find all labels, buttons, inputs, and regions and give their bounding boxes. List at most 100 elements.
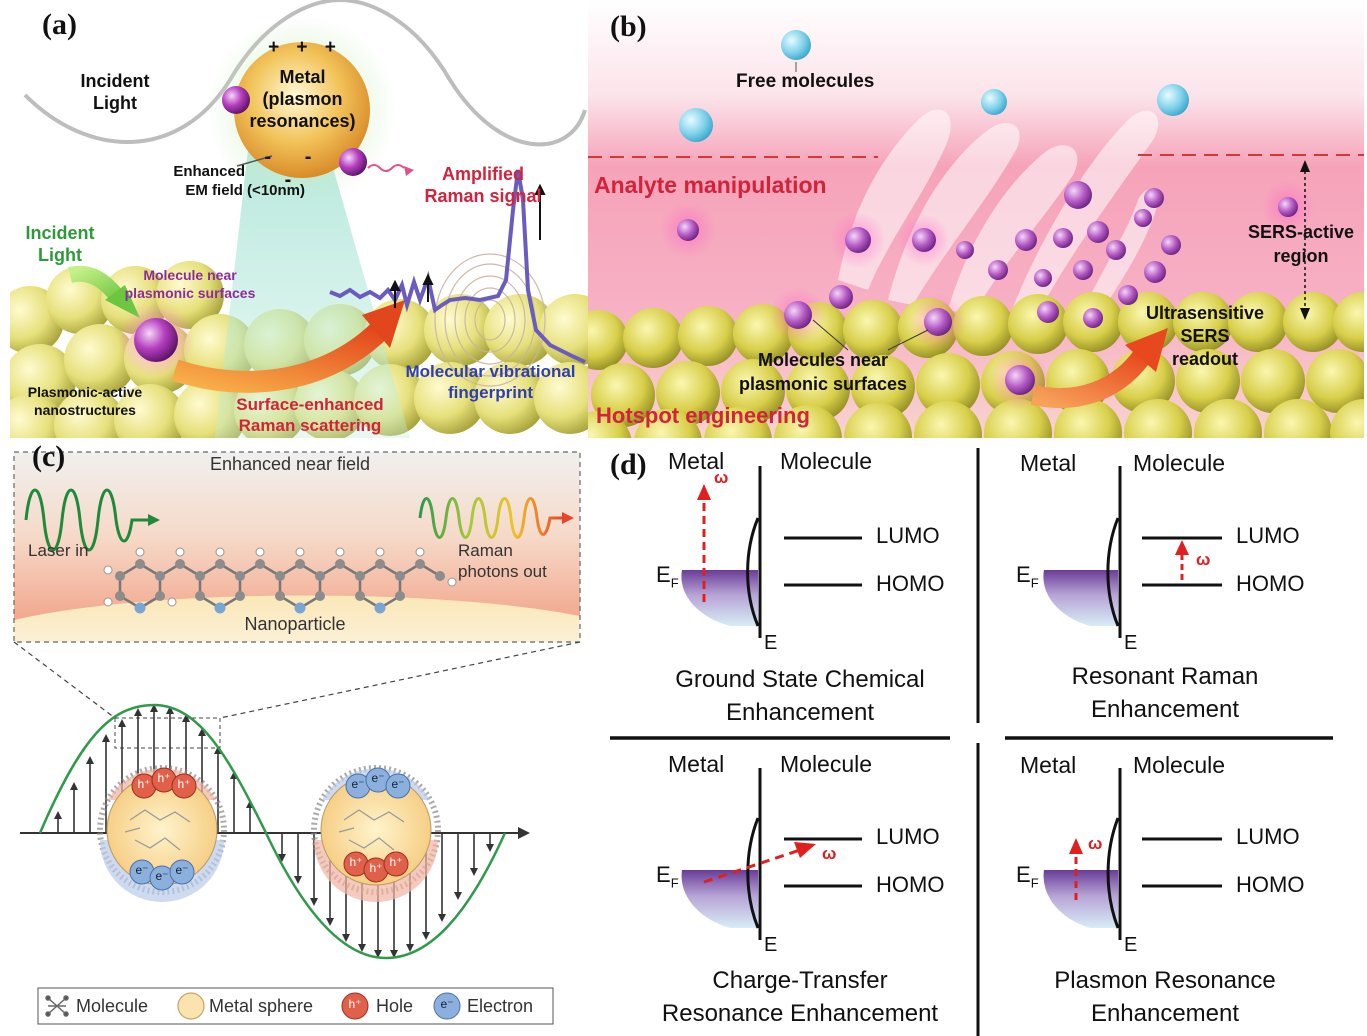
enhanced-near-field-label: Enhanced near field: [209, 454, 371, 474]
diagram-resonant-raman: [1043, 466, 1222, 638]
zoom-line: [13, 641, 116, 719]
legend-electron-label: Electron: [467, 996, 534, 1016]
legend-frame: [37, 987, 554, 1025]
arrow-head-icon: [1300, 160, 1310, 172]
omega-label: ω: [822, 844, 837, 863]
fermi-level-label: EF: [656, 562, 679, 591]
homo-label: HOMO: [1236, 571, 1305, 596]
arrow-head-icon: [362, 300, 405, 348]
legend-hole-icon: [341, 992, 369, 1020]
positive-charges: + + +: [268, 37, 342, 58]
homo-label: HOMO: [876, 872, 945, 897]
hole-symbol: h⁺: [389, 855, 403, 869]
lumo-label: LUMO: [1236, 824, 1300, 849]
nitrogen-atoms: [134, 602, 386, 614]
hole-symbol: h⁺: [137, 777, 151, 791]
metal-header: Metal: [1020, 752, 1077, 778]
omega-label: ω: [1088, 834, 1103, 853]
electron-symbol: e⁻: [175, 863, 189, 877]
arrow-head-icon: [562, 512, 574, 524]
lumo-label: LUMO: [876, 824, 940, 849]
zoom-line: [219, 641, 581, 719]
arrow-head-icon: [518, 827, 530, 839]
metal-header: Metal: [1020, 450, 1077, 476]
legend-molecule-icon: [45, 995, 69, 1017]
laser-wave: [24, 488, 150, 552]
diagram-charge-transfer: [681, 768, 862, 940]
holes-left: [131, 767, 197, 799]
negative-charges: - - -: [264, 146, 326, 191]
legend-hole-symbol: h⁺: [348, 997, 362, 1011]
free-molecule-icon: [781, 30, 811, 60]
molecule-icon: [222, 86, 250, 114]
legend-electron-symbol: e⁻: [440, 997, 454, 1011]
peak-arrows: [389, 183, 546, 308]
sers-arrow: [171, 322, 388, 393]
arrow-head-icon: [404, 166, 414, 176]
electron-symbol: e⁻: [371, 771, 385, 785]
molecule-header: Molecule: [1133, 752, 1226, 778]
molecule-icon: [339, 148, 367, 176]
metal-header: Metal: [668, 751, 725, 777]
panel-a-label: (a): [42, 8, 77, 41]
metal-header: Metal: [668, 448, 725, 474]
arrow-head-icon: [1300, 308, 1310, 320]
molecules-near-label-line2: plasmonic surfaces: [738, 374, 908, 394]
omega-label: ω: [1196, 550, 1211, 569]
panel-d: (d) Metal Molecule LUMO HOMO EF E ω Grou…: [600, 438, 1364, 1036]
panel-b: (b) Free molecules Analyte manipulation …: [588, 0, 1364, 438]
hole-symbol: h⁺: [369, 861, 383, 875]
panel-d-art: [610, 448, 1333, 1036]
free-molecule-icon: [981, 89, 1007, 115]
inset-frame: [13, 451, 581, 643]
fermi-level-label: EF: [656, 862, 679, 891]
hole-symbol: h⁺: [177, 777, 191, 791]
nanoparticle-surface: [14, 595, 580, 642]
panel-c-art: [13, 451, 581, 1025]
diagram-ground-state: [681, 466, 862, 638]
analyte-molecules: [660, 181, 1314, 410]
raman-wave: [418, 497, 563, 539]
analyte-manipulation-label: Analyte manipulation: [594, 172, 827, 198]
molecule-header: Molecule: [780, 751, 873, 777]
light-beam: [215, 150, 410, 438]
electrons-right: [345, 767, 411, 799]
fermi-level-label: EF: [1016, 862, 1039, 891]
panel-b-label: (b): [610, 10, 647, 43]
omega-label: ω: [714, 468, 729, 487]
homo-label: HOMO: [1236, 872, 1305, 897]
field-sine-wave: [38, 703, 507, 960]
nanoparticle-label: Nanoparticle: [244, 614, 346, 634]
electron-symbol: e⁻: [391, 777, 405, 791]
arrow-head-icon: [105, 285, 140, 318]
laser-in-label: Laser in: [28, 541, 89, 560]
free-molecule-icon: [679, 108, 713, 142]
field-arrow-heads-down: [278, 844, 494, 958]
free-molecules-label: Free molecules: [736, 71, 875, 92]
scatter-wave: [367, 164, 405, 172]
diagram-plasmon-resonance: [1043, 768, 1222, 940]
energy-axis-label: E: [764, 934, 778, 956]
arrow-head-icon: [1125, 328, 1168, 372]
fermi-level-label: EF: [1016, 562, 1039, 591]
panel-c-label: (c): [32, 440, 66, 473]
arrow-head-icon: [148, 514, 160, 526]
holes-right: [343, 851, 409, 883]
energy-axis-label: E: [764, 632, 778, 654]
molecule-header: Molecule: [1133, 450, 1226, 476]
hotspot-label: Hotspot engineering: [596, 403, 810, 428]
panel-b-art: [588, 0, 1364, 438]
